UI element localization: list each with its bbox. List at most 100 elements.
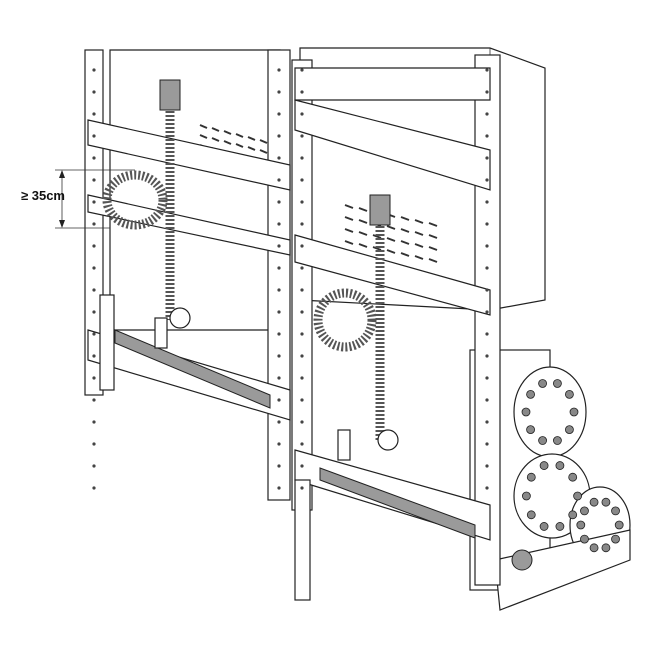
rack-hole <box>277 134 281 138</box>
vent-slot <box>211 127 220 132</box>
vent-slot <box>259 139 268 144</box>
bolt <box>580 534 589 544</box>
rack-hole <box>277 354 281 358</box>
bolt <box>539 522 549 531</box>
vent-slot <box>235 133 244 138</box>
rack-hole <box>300 112 304 116</box>
bolt <box>614 520 624 530</box>
bolt <box>538 436 547 445</box>
bolt <box>526 425 535 435</box>
rack-hole <box>300 156 304 160</box>
rack-hole <box>300 288 304 292</box>
rack-hole <box>300 134 304 138</box>
rack-hole <box>300 178 304 182</box>
bolt <box>539 461 549 470</box>
rack-hole <box>92 310 96 314</box>
vent-slot <box>358 219 368 224</box>
vent-slot <box>344 240 354 245</box>
vent-slot <box>414 243 424 248</box>
vent-slot <box>344 204 354 209</box>
rack-hole <box>277 486 281 490</box>
rack-hole <box>485 222 489 226</box>
vent-slot <box>428 234 438 239</box>
bolt <box>538 379 547 388</box>
bolt <box>601 543 611 553</box>
bolt <box>573 491 582 501</box>
vent-slot <box>428 222 438 227</box>
rack-hole <box>300 332 304 336</box>
rack-hole <box>92 156 96 160</box>
vent-slot <box>386 237 396 242</box>
vent-slot <box>247 136 256 141</box>
rack-hole <box>92 134 96 138</box>
bolt <box>553 436 562 445</box>
rack-hole <box>92 354 96 358</box>
rack-hole <box>485 442 489 446</box>
rack-hole <box>300 486 304 490</box>
rack-hole <box>92 178 96 182</box>
rack-hole <box>277 398 281 402</box>
rack-hole <box>485 332 489 336</box>
bolt <box>555 522 565 531</box>
rack-hole <box>485 486 489 490</box>
vent-slot <box>211 137 220 142</box>
rack-hole <box>92 420 96 424</box>
vent-slot <box>372 246 382 251</box>
vent-slot <box>400 240 410 245</box>
left-hose <box>102 79 191 349</box>
bolt <box>555 461 565 470</box>
rack-hole <box>92 68 96 72</box>
rack-hole <box>485 266 489 270</box>
rack-hole <box>92 332 96 336</box>
vent-slot <box>199 134 208 139</box>
bolt <box>521 407 531 417</box>
vent-slot <box>223 140 232 145</box>
dimension-label: ≥ 35cm <box>21 188 65 203</box>
rack-hole <box>277 244 281 248</box>
vent-slot <box>386 249 396 254</box>
bolt <box>568 510 578 520</box>
rack-hole <box>485 68 489 72</box>
bolt <box>589 497 599 507</box>
bolt <box>522 491 531 501</box>
rack-hole <box>92 376 96 380</box>
flange-bolts <box>521 379 624 553</box>
dimension-marker <box>55 169 135 229</box>
vent-slot <box>428 246 438 251</box>
vent-slot <box>428 258 438 263</box>
bolt <box>569 407 579 417</box>
rack-hole <box>92 244 96 248</box>
rack-hole <box>277 178 281 182</box>
vent-slot <box>400 228 410 233</box>
vent-slot <box>259 149 268 154</box>
vent-slot <box>414 231 424 236</box>
vent-slot <box>358 207 368 212</box>
rack-hole <box>277 222 281 226</box>
rack-hole <box>92 112 96 116</box>
rack-hole <box>92 90 96 94</box>
rack-hole <box>485 134 489 138</box>
rack-hole <box>300 244 304 248</box>
bolt <box>526 472 536 482</box>
rack-hole <box>92 288 96 292</box>
vent-slot <box>400 216 410 221</box>
vent-slot <box>247 146 256 151</box>
rack-hole <box>92 200 96 204</box>
rack-hole <box>277 90 281 94</box>
rack-hole <box>485 464 489 468</box>
vent-slot <box>199 124 208 129</box>
rack-hole <box>277 200 281 204</box>
rack-hole <box>300 442 304 446</box>
vent-slot <box>414 219 424 224</box>
rack-hole <box>300 398 304 402</box>
rack-hole <box>300 68 304 72</box>
vent-slot <box>358 231 368 236</box>
rack-hole <box>300 310 304 314</box>
bolt <box>565 389 574 399</box>
rack-hole <box>485 156 489 160</box>
rack-hole <box>485 310 489 314</box>
rack-hole <box>300 354 304 358</box>
rack-hole <box>92 486 96 490</box>
vent-slot <box>235 143 244 148</box>
rack-hole <box>277 442 281 446</box>
